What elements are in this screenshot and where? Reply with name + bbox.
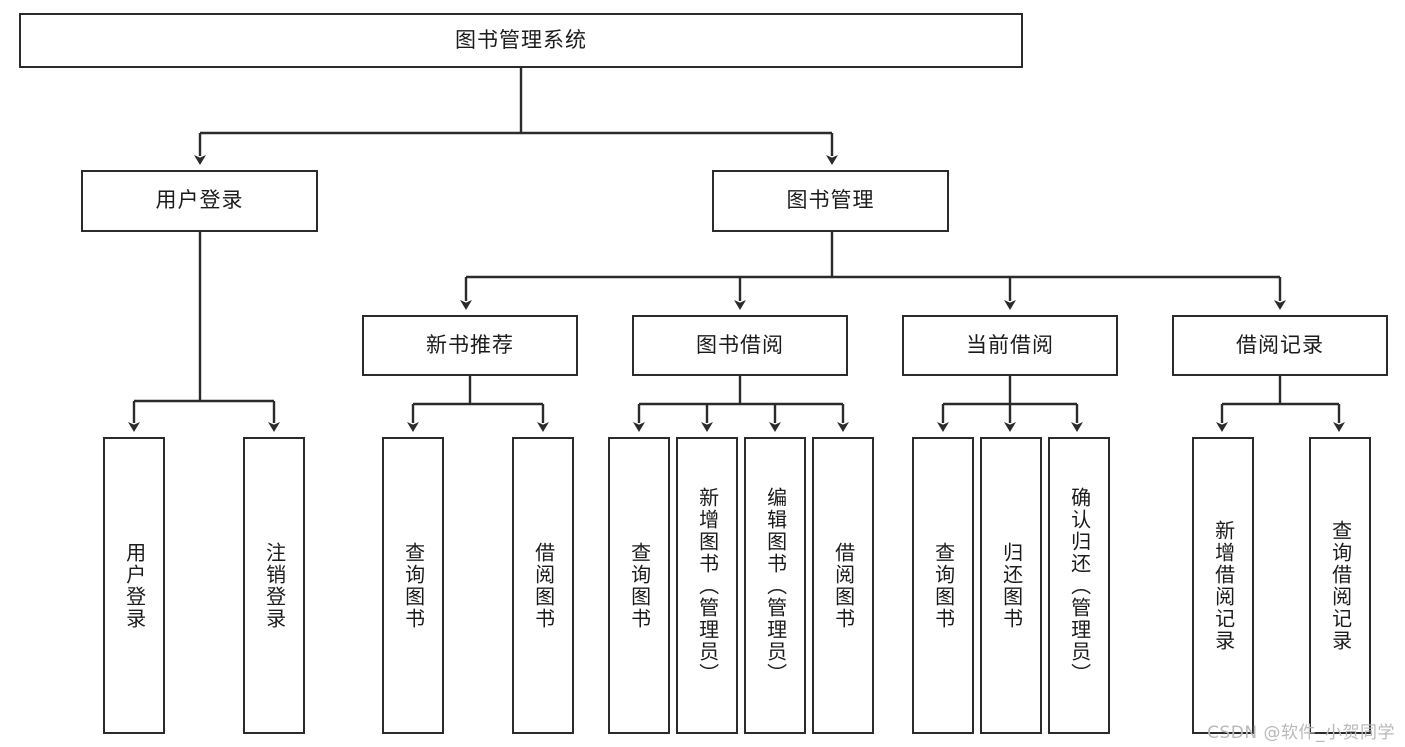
leaf-add-book-admin[interactable]: 新增图书（管理员） bbox=[676, 437, 738, 734]
leaf-logout[interactable]: 注销登录 bbox=[243, 437, 305, 734]
leaf-borrow-books-recommend[interactable]: 借阅图书 bbox=[512, 437, 574, 734]
node-label: 查询借阅记录 bbox=[1328, 519, 1353, 652]
leaf-query-borrow-record[interactable]: 查询借阅记录 bbox=[1309, 437, 1371, 734]
node-label: 注销登录 bbox=[262, 541, 287, 630]
node-label: 新书推荐 bbox=[426, 332, 514, 357]
leaf-borrow-books[interactable]: 借阅图书 bbox=[812, 437, 874, 734]
watermark-text: CSDN @软件_小贺同学 bbox=[1207, 723, 1395, 743]
node-book-borrow[interactable]: 图书借阅 bbox=[632, 315, 848, 376]
node-label: 归还图书 bbox=[999, 541, 1024, 630]
node-label: 借阅图书 bbox=[831, 541, 856, 630]
leaf-add-borrow-record[interactable]: 新增借阅记录 bbox=[1192, 437, 1254, 734]
leaf-query-books-current[interactable]: 查询图书 bbox=[912, 437, 974, 734]
node-current-borrow[interactable]: 当前借阅 bbox=[902, 315, 1118, 376]
node-label: 借阅记录 bbox=[1236, 332, 1324, 357]
node-root-library-management-system[interactable]: 图书管理系统 bbox=[19, 13, 1023, 68]
node-label: 用户登录 bbox=[155, 188, 244, 213]
leaf-query-books-recommend[interactable]: 查询图书 bbox=[382, 437, 444, 734]
node-label: 借阅图书 bbox=[531, 541, 556, 630]
leaf-query-books-borrow[interactable]: 查询图书 bbox=[608, 437, 670, 734]
node-label: 图书管理系统 bbox=[455, 27, 587, 52]
leaf-return-books[interactable]: 归还图书 bbox=[980, 437, 1042, 734]
node-new-book-recommend[interactable]: 新书推荐 bbox=[362, 315, 578, 376]
node-label: 当前借阅 bbox=[966, 332, 1054, 357]
node-label: 查询图书 bbox=[627, 541, 652, 630]
node-label: 新增图书（管理员） bbox=[695, 486, 720, 685]
node-label: 确认归还（管理员） bbox=[1067, 486, 1092, 685]
node-label: 新增借阅记录 bbox=[1211, 519, 1236, 652]
leaf-user-login[interactable]: 用户登录 bbox=[103, 437, 165, 734]
leaf-edit-book-admin[interactable]: 编辑图书（管理员） bbox=[744, 437, 806, 734]
node-user-login[interactable]: 用户登录 bbox=[81, 170, 318, 232]
node-book-management[interactable]: 图书管理 bbox=[712, 170, 949, 232]
node-label: 查询图书 bbox=[401, 541, 426, 630]
leaf-confirm-return-admin[interactable]: 确认归还（管理员） bbox=[1048, 437, 1110, 734]
node-label: 图书借阅 bbox=[696, 332, 784, 357]
node-borrow-records[interactable]: 借阅记录 bbox=[1172, 315, 1388, 376]
node-label: 编辑图书（管理员） bbox=[763, 486, 788, 685]
node-label: 查询图书 bbox=[931, 541, 956, 630]
node-label: 用户登录 bbox=[122, 541, 147, 630]
node-label: 图书管理 bbox=[786, 188, 875, 213]
